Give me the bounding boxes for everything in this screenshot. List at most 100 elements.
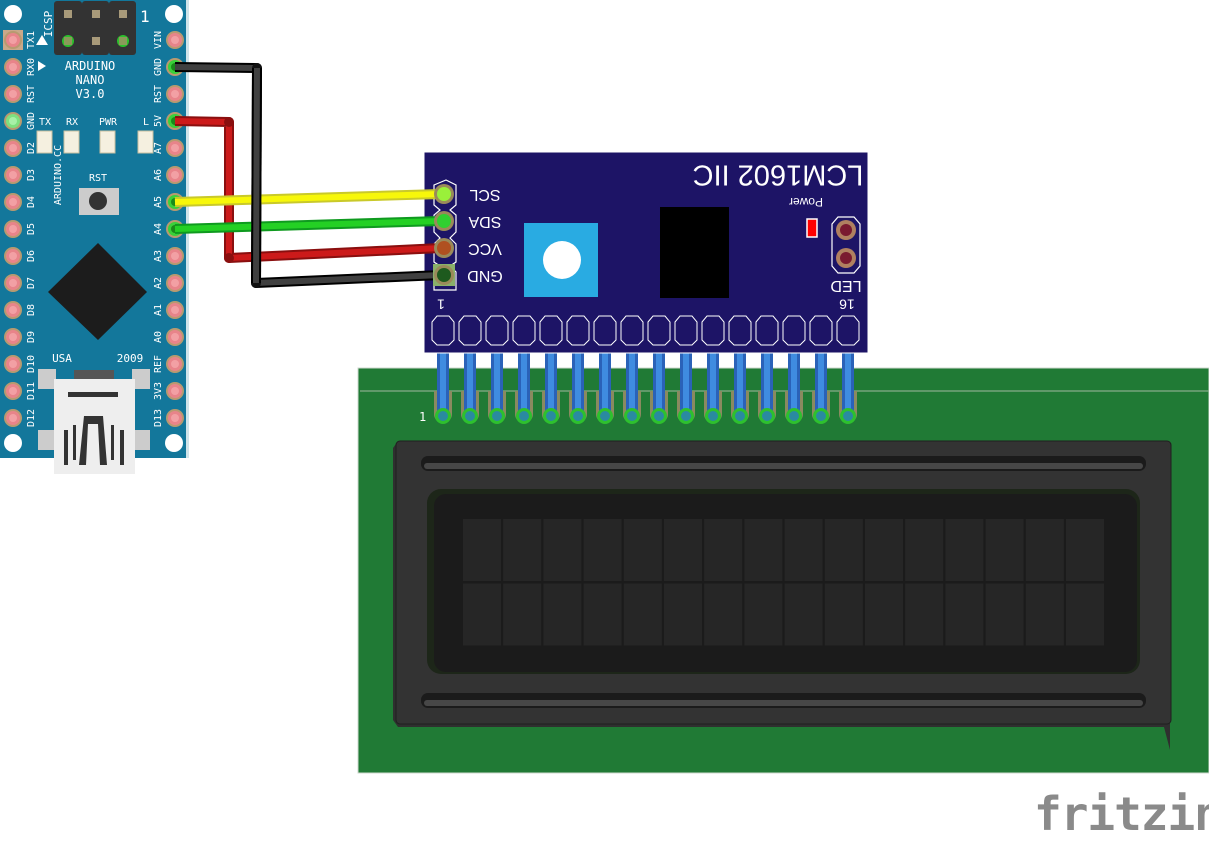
pin-label-right: 5V <box>153 115 164 127</box>
pin-label-left: D12 <box>26 409 37 427</box>
i2c-header-pins <box>433 184 455 286</box>
pin-label-left: D11 <box>26 382 37 400</box>
pin-right-a0[interactable]: A0 <box>153 328 184 346</box>
lcd-cell <box>945 583 984 646</box>
pin-right-a3[interactable]: A3 <box>153 247 184 265</box>
lcd-cell <box>985 519 1024 581</box>
pin-left-d2[interactable]: D2 <box>4 139 37 157</box>
lcd-cell <box>1025 519 1064 581</box>
pin-left-gnd[interactable]: GND <box>4 112 37 130</box>
lcd-cell <box>824 519 863 581</box>
pin-label-left: GND <box>26 112 37 130</box>
svg-text:TX: TX <box>39 117 51 128</box>
header-pin-vcc[interactable] <box>434 238 454 258</box>
board-name-line3: V3.0 <box>76 87 105 101</box>
lcd-cell <box>623 583 662 646</box>
pin-label-right: A0 <box>153 331 164 343</box>
pin-label-right: A2 <box>153 277 164 289</box>
pin-label-left: D10 <box>26 355 37 373</box>
pin-left-d8[interactable]: D8 <box>4 301 37 319</box>
wire-sda[interactable] <box>174 216 442 234</box>
pin-left-rx0[interactable]: RX0 <box>4 58 37 76</box>
pin-left-d12[interactable]: D12 <box>4 409 37 427</box>
power-led-icon <box>806 218 818 238</box>
pin-left-d7[interactable]: D7 <box>4 274 37 292</box>
lcd-cell <box>503 583 542 646</box>
led-l: L <box>137 117 154 154</box>
pin-label-right: RST <box>153 85 164 103</box>
pin-right-ref[interactable]: REF <box>153 355 184 373</box>
header-pin-scl[interactable] <box>434 184 454 204</box>
pin-label-left: D4 <box>26 196 37 208</box>
pin-right-d13[interactable]: D13 <box>153 409 184 427</box>
pin-label-right: A3 <box>153 250 164 262</box>
pin-left-tx1[interactable]: TX1 <box>3 30 37 50</box>
led-tx: TX <box>36 117 53 154</box>
lcd-cell <box>463 519 501 581</box>
pin-left-d10[interactable]: D10 <box>4 355 37 373</box>
led-jumper-hole-1 <box>840 224 852 236</box>
lcd-cell <box>543 519 582 581</box>
pin-left-d5[interactable]: D5 <box>4 220 37 238</box>
pin-label-left: D5 <box>26 223 37 235</box>
pin16-label: 16 <box>839 296 855 312</box>
pin-right-a7[interactable]: A7 <box>153 139 184 157</box>
pin-right-rst[interactable]: RST <box>153 85 184 103</box>
pin-label-left: D7 <box>26 277 37 289</box>
icsp-header <box>54 1 136 55</box>
pin-label-left: D9 <box>26 331 37 343</box>
i2c-power-label: Power <box>789 195 823 209</box>
lcd-cell <box>905 583 944 646</box>
country-label: USA <box>52 352 72 365</box>
i2c-board <box>423 151 869 354</box>
pin-label-left: TX1 <box>26 31 37 49</box>
wire-5v[interactable] <box>174 116 442 263</box>
pin-left-d9[interactable]: D9 <box>4 328 37 346</box>
pin-left-d4[interactable]: D4 <box>4 193 37 211</box>
board-name-line1: ARDUINO <box>65 59 116 73</box>
board-name-line2: NANO <box>76 73 105 87</box>
header-pin-gnd[interactable] <box>433 264 455 286</box>
header-label-vcc: VCC <box>468 240 502 257</box>
reset-button-cap[interactable] <box>89 192 107 210</box>
lcd-cell <box>905 519 944 581</box>
pin-label-right: 3V3 <box>153 382 164 400</box>
led-pwr: PWR <box>99 117 118 154</box>
pin-left-d3[interactable]: D3 <box>4 166 37 184</box>
lcd-cell <box>784 519 823 581</box>
pin-left-d11[interactable]: D11 <box>4 382 37 400</box>
pin-label-right: A7 <box>153 142 164 154</box>
usb-mini-connector[interactable] <box>38 369 150 474</box>
pin-right-3v3[interactable]: 3V3 <box>153 382 184 400</box>
pin-left-d6[interactable]: D6 <box>4 247 37 265</box>
pin-right-vin[interactable]: VIN <box>153 31 184 49</box>
arduino-cc-text: ARDUINO.CC <box>53 145 64 205</box>
mount-hole-bottom-right <box>165 434 183 452</box>
lcd-cell <box>623 519 662 581</box>
lcd-top-slot-highlight <box>424 463 1143 469</box>
tx-arrow-icon <box>36 35 48 45</box>
pin-left-rst[interactable]: RST <box>4 85 37 103</box>
wire-scl[interactable] <box>174 189 442 207</box>
pin-right-a2[interactable]: A2 <box>153 274 184 292</box>
i2c-title: LCM1602 IIC <box>693 158 864 190</box>
pin-label-right: GND <box>153 58 164 76</box>
pin1-label: 1 <box>437 296 445 312</box>
potentiometer-knob[interactable] <box>543 241 581 279</box>
lcd-cell <box>865 583 903 646</box>
atmega-chip <box>48 243 147 340</box>
pin-label-right: REF <box>153 355 164 373</box>
lcd-cell <box>664 583 702 646</box>
lcd-bottom-slot-highlight <box>424 700 1143 706</box>
pin-right-a6[interactable]: A6 <box>153 166 184 184</box>
mount-hole-bottom-left <box>4 434 22 452</box>
pin-right-a1[interactable]: A1 <box>153 301 184 319</box>
pin-label-right: VIN <box>153 31 164 49</box>
svg-text:RX: RX <box>66 117 78 128</box>
header-pin-sda[interactable] <box>434 211 454 231</box>
led-jumper-hole-2 <box>840 252 852 264</box>
header-label-sda: SDA <box>468 213 501 230</box>
lcd-cell <box>784 583 823 646</box>
